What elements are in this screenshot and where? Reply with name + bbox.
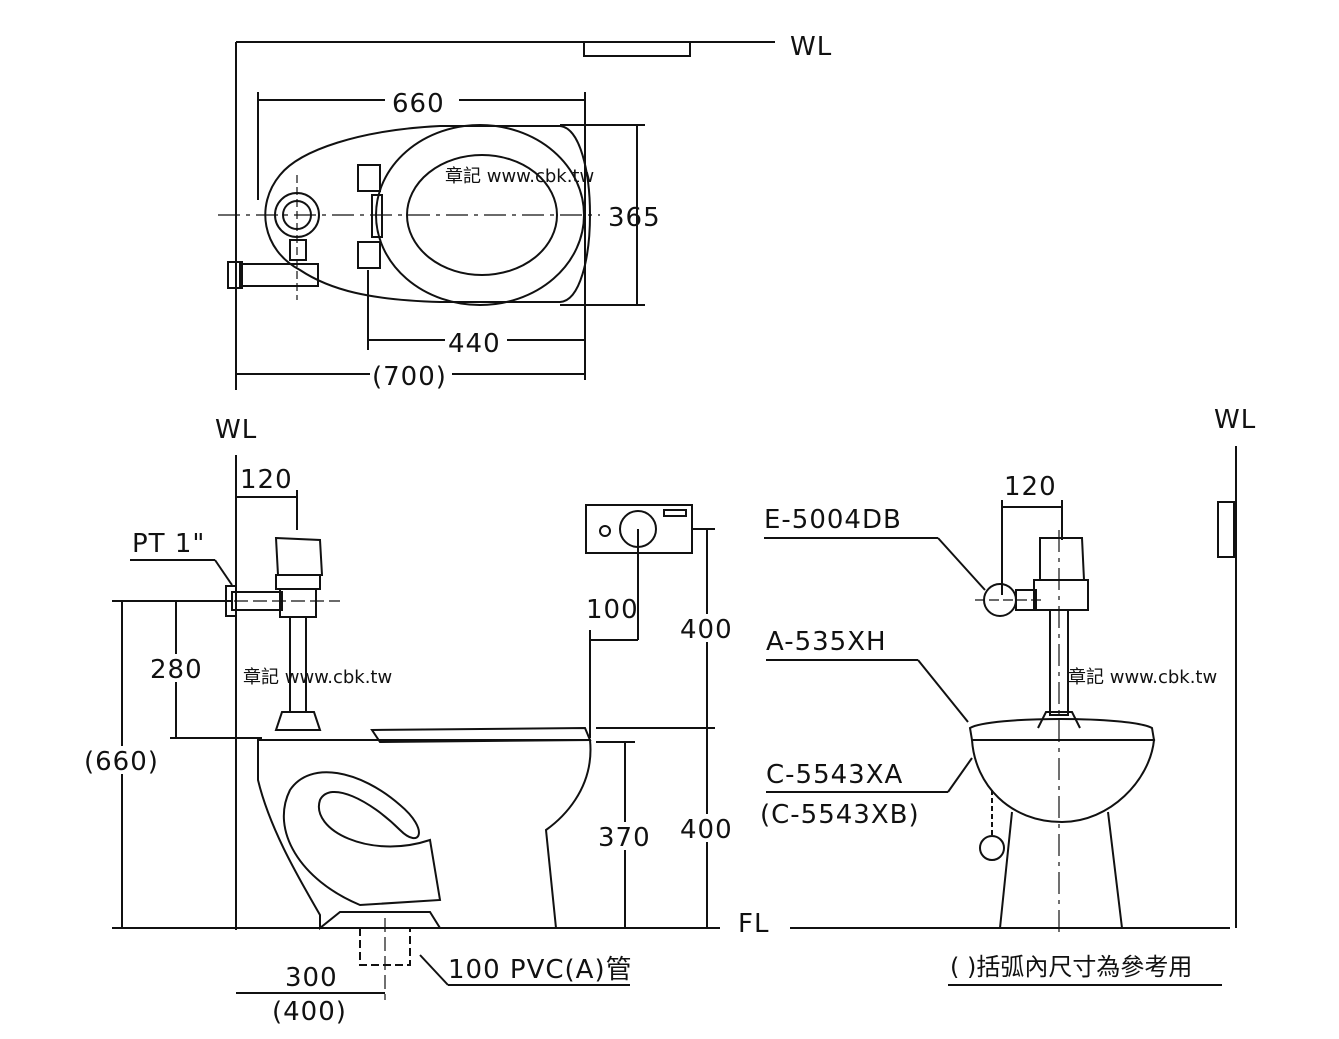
dim-bg: [370, 360, 452, 388]
hinge-bar: [371, 194, 383, 238]
spud-front: [1037, 711, 1081, 729]
toilet-side-body: [257, 739, 592, 931]
floor-label: FL: [738, 909, 769, 939]
dim-700: (700): [372, 362, 447, 392]
plan-view: WL 660 365 章記 www.cbk.tw: [218, 32, 832, 392]
footnote: ( )括弧內尺寸為參考用: [950, 953, 1192, 981]
seat-front: [968, 718, 1156, 741]
dim-120-front: 120: [1004, 472, 1057, 502]
supply-stem: [289, 239, 307, 261]
dim-400-drain: (400): [272, 997, 347, 1027]
dim-bg: [385, 86, 459, 114]
wall-label-left: WL: [215, 415, 257, 445]
sensor-dot: [599, 525, 611, 537]
dim-300: 300: [285, 963, 338, 993]
dim-400-top: 400: [680, 615, 733, 645]
hinge-bottom: [357, 241, 381, 269]
leader-line: [214, 559, 233, 586]
leader-line: [419, 954, 449, 986]
dim-bg: [596, 822, 656, 850]
wall-label-right: WL: [1214, 405, 1256, 435]
wall-label-top: WL: [790, 32, 832, 62]
flush-valve-neck: [275, 574, 321, 590]
seat-inner: [406, 154, 558, 276]
bowl-front: [970, 739, 1156, 824]
dim-bg: [148, 654, 206, 682]
dim-100: 100: [586, 595, 639, 625]
dim-120-side: 120: [240, 465, 293, 495]
dim-660: 660: [392, 89, 445, 119]
panel-indicator: [663, 509, 687, 517]
dim-400-bottom: 400: [680, 815, 733, 845]
leader-line: [937, 537, 986, 591]
trapway: [282, 771, 442, 907]
supply-pipe-plan: [239, 263, 319, 287]
label-a535xh: A-535XH: [766, 627, 887, 657]
dim-bg: [445, 326, 507, 354]
flush-valve-body: [274, 536, 324, 576]
label-drain-pipe: 100 PVC(A)管: [448, 955, 633, 985]
pedestal-front: [998, 811, 1124, 929]
dim-370: 370: [598, 823, 651, 853]
dim-bg: [678, 814, 738, 842]
label-c5543xb: (C-5543XB): [760, 800, 920, 830]
label-c5543xa: C-5543XA: [766, 760, 903, 790]
hinge-top: [357, 164, 381, 192]
label-e5004db: E-5004DB: [764, 505, 902, 535]
flush-valve-base: [279, 588, 317, 618]
watermark-left: 章記 www.cbk.tw: [243, 667, 392, 688]
watermark-top: 章記 www.cbk.tw: [445, 166, 594, 187]
spud: [274, 711, 322, 731]
dim-440: 440: [448, 329, 501, 359]
dim-365: 365: [608, 203, 661, 233]
label-pt1: PT 1": [132, 529, 205, 559]
seat-side: [370, 726, 592, 744]
front-view: WL 120 章記 www.cbk.tw E-5004DB A-535XH: [760, 405, 1256, 986]
dim-bg: [678, 614, 738, 642]
flush-valve-front: [1039, 537, 1086, 581]
leader-line: [917, 659, 969, 723]
flush-valve-front-base: [1033, 579, 1089, 611]
supply-nut: [227, 261, 243, 289]
leader-line: [947, 757, 973, 793]
dim-280: 280: [150, 655, 203, 685]
dim-660-side: (660): [84, 747, 159, 777]
angle-stop: [979, 835, 1005, 861]
wall-fixture-top: [583, 42, 691, 57]
dim-bg: [82, 746, 164, 774]
toilet-plan-outline: [264, 125, 591, 303]
watermark-right: 章記 www.cbk.tw: [1068, 667, 1217, 688]
flush-pipe: [289, 616, 307, 713]
wall-box-right: [1217, 501, 1235, 558]
